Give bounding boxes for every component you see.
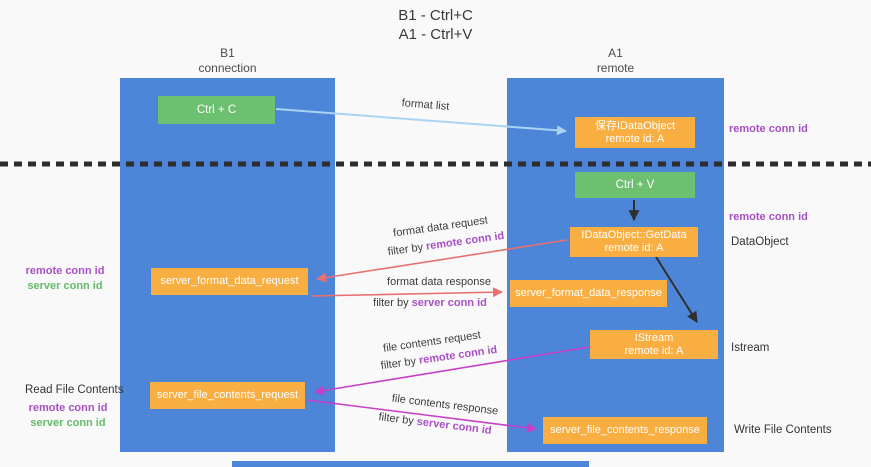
node-server-file-contents-request-label: server_file_contents_request xyxy=(156,389,299,401)
node-istream: IStream remote id: A xyxy=(590,330,718,359)
title-line-1: B1 - Ctrl+C xyxy=(398,7,473,24)
node-server-format-data-response: server_format_data_response xyxy=(510,280,667,307)
filter-by-text: filter by xyxy=(377,411,418,428)
node-server-format-data-response-label: server_format_data_response xyxy=(515,287,662,299)
node-getdata-line1: IDataObject::GetData xyxy=(581,229,687,241)
filter-by-text: filter by xyxy=(373,297,412,309)
bottom-partial-bar xyxy=(232,461,589,467)
lane-header-b1: B1 connection xyxy=(120,46,335,76)
title-line-2: A1 - Ctrl+V xyxy=(398,26,473,43)
annotation-conn-ids-left-2: remote conn id server conn id xyxy=(18,401,118,431)
edge-label-filter-server-1: filter by server conn id xyxy=(370,297,490,309)
annotation-conn-ids-left-1: remote conn id server conn id xyxy=(15,264,115,294)
annotation-write-file-contents: Write File Contents xyxy=(734,424,832,436)
node-ctrl-c-label: Ctrl + C xyxy=(196,103,237,116)
lane-b1-name: B1 xyxy=(220,46,235,60)
page-title: B1 - Ctrl+C A1 - Ctrl+V xyxy=(0,6,871,44)
node-server-file-contents-response-label: server_file_contents_response xyxy=(550,424,700,436)
node-getdata-line2: remote id: A xyxy=(604,242,664,254)
node-idataobject-getdata: IDataObject::GetData remote id: A xyxy=(570,227,698,257)
filter-by-text: filter by xyxy=(380,354,420,373)
annotation-istream: Istream xyxy=(731,342,770,354)
lane-a1-role: remote xyxy=(596,61,635,75)
filter-by-text: filter by xyxy=(387,240,427,259)
node-save-idataobject-line2: remote id: A xyxy=(605,132,665,145)
node-server-format-data-request: server_format_data_request xyxy=(151,268,308,295)
annotation-dataobject: DataObject xyxy=(731,236,789,248)
node-server-file-contents-request: server_file_contents_request xyxy=(150,382,305,409)
server-conn-id-text: server conn id xyxy=(411,297,487,309)
annotation-remote-conn-id-right-1: remote conn id xyxy=(729,123,808,135)
node-istream-line1: IStream xyxy=(634,331,674,344)
edge-label-format-list: format list xyxy=(401,97,450,113)
annotation-server-conn-id-left-2: server conn id xyxy=(30,417,106,429)
annotation-read-file-contents: Read File Contents xyxy=(25,384,124,396)
node-server-file-contents-response: server_file_contents_response xyxy=(543,417,707,444)
arrow-format-data-response xyxy=(310,287,503,298)
node-ctrl-v: Ctrl + V xyxy=(575,172,695,198)
node-save-idataobject: 保存IDataObject remote id: A xyxy=(575,117,695,148)
annotation-remote-conn-id-right-2: remote conn id xyxy=(729,211,808,223)
node-ctrl-v-label: Ctrl + V xyxy=(615,178,655,191)
edge-label-format-data-response: format data response xyxy=(387,276,491,288)
node-istream-line2: remote id: A xyxy=(624,344,684,357)
lane-header-a1: A1 remote xyxy=(507,46,724,76)
annotation-remote-conn-id-left-1: remote conn id xyxy=(25,265,105,277)
lane-a1-name: A1 xyxy=(608,46,623,60)
node-ctrl-c: Ctrl + C xyxy=(158,96,275,124)
server-conn-id-text: server conn id xyxy=(416,415,493,437)
node-server-format-data-request-label: server_format_data_request xyxy=(160,275,299,287)
annotation-server-conn-id-left-1: server conn id xyxy=(27,280,103,292)
node-save-idataobject-line1: 保存IDataObject xyxy=(594,119,676,132)
lane-b1-role: connection xyxy=(198,61,257,75)
annotation-remote-conn-id-left-2: remote conn id xyxy=(28,402,108,414)
